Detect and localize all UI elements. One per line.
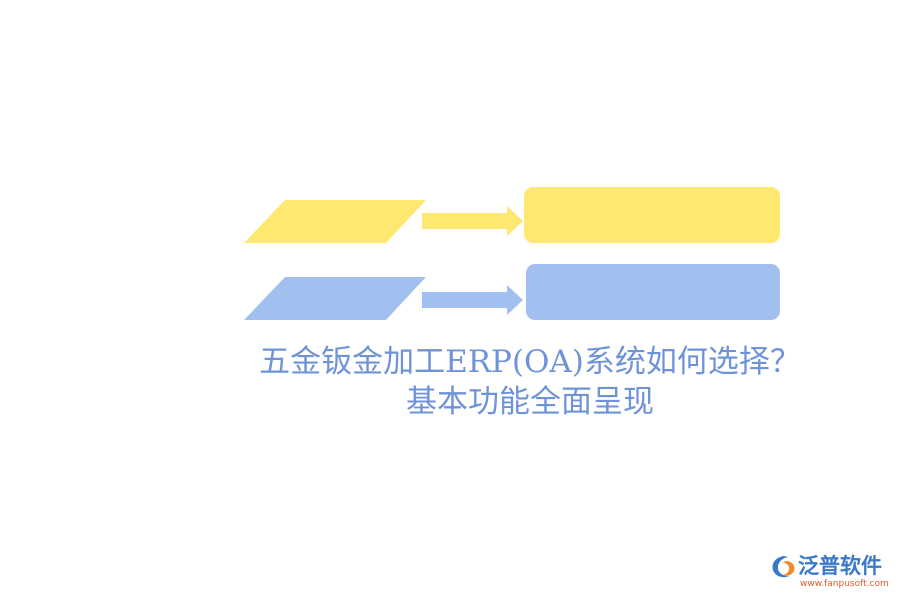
brand-logo: 泛普软件 www.fanpusoft.com (770, 552, 892, 592)
fanpu-logo-icon (772, 556, 795, 578)
title-line-2: 基本功能全面呈现 (406, 384, 654, 420)
arrow-right-2 (422, 285, 523, 315)
output-box-2 (526, 264, 780, 320)
logo-swoosh-blue (772, 556, 789, 578)
logo-brand-name: 泛普软件 (798, 554, 882, 578)
input-parallelogram-2 (244, 277, 426, 320)
output-box-1 (524, 187, 780, 243)
arrow-right-1 (422, 206, 523, 236)
logo-swoosh-orange (782, 561, 795, 576)
page-title: 五金钣金加工ERP(OA)系统如何选择？ 基本功能全面呈现 (220, 342, 840, 422)
title-line-1: 五金钣金加工ERP(OA)系统如何选择？ (259, 344, 801, 380)
input-parallelogram-1 (244, 200, 426, 243)
logo-url-text: www.fanpusoft.com (800, 579, 889, 589)
